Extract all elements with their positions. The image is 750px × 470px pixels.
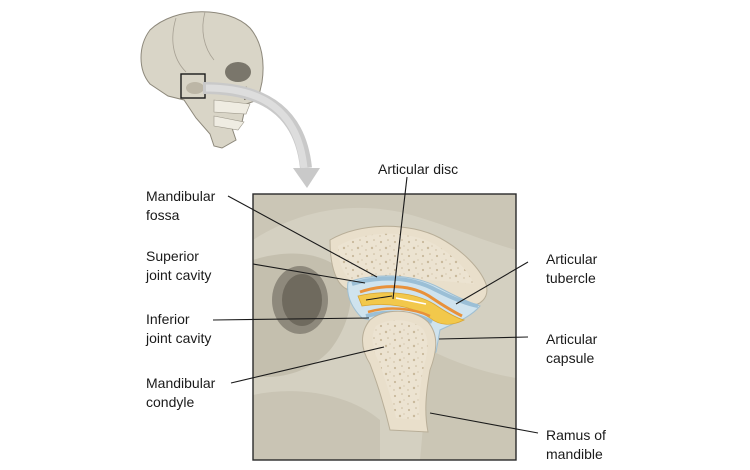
label-articular-capsule: Articular capsule — [546, 330, 597, 368]
leader-lines — [212, 176, 539, 434]
leader-mandibular-condyle — [230, 346, 385, 384]
label-inferior-joint-cavity-line1: Inferior — [146, 311, 190, 327]
zoom-arrow — [202, 82, 320, 188]
leader-inferior-joint-cavity — [212, 317, 370, 321]
detail-frame — [252, 193, 517, 461]
label-inferior-joint-cavity: Inferior joint cavity — [146, 310, 211, 348]
skull-illustration — [140, 11, 264, 149]
joint-detail — [253, 194, 516, 460]
label-ramus-of-mandible-line2: mandible — [546, 446, 603, 462]
label-articular-disc: Articular disc — [378, 160, 458, 179]
label-superior-joint-cavity-line1: Superior — [146, 248, 199, 264]
leader-mandibular-fossa — [227, 195, 378, 278]
leader-articular-disc — [392, 176, 408, 300]
leader-articular-capsule — [438, 336, 529, 340]
label-articular-disc-text: Articular disc — [378, 161, 459, 177]
label-articular-tubercle: Articular tubercle — [546, 250, 597, 288]
label-inferior-joint-cavity-line2: joint cavity — [146, 330, 212, 346]
label-mandibular-condyle: Mandibular condyle — [146, 374, 215, 412]
leader-superior-joint-cavity — [252, 263, 366, 284]
label-mandibular-condyle-line1: Mandibular — [146, 375, 216, 391]
label-articular-capsule-line2: capsule — [546, 350, 595, 366]
label-mandibular-condyle-line2: condyle — [146, 394, 195, 410]
label-mandibular-fossa-line2: fossa — [146, 207, 180, 223]
label-articular-tubercle-line2: tubercle — [546, 270, 596, 286]
label-articular-capsule-line1: Articular — [546, 331, 598, 347]
label-superior-joint-cavity-line2: joint cavity — [146, 267, 212, 283]
label-articular-tubercle-line1: Articular — [546, 251, 598, 267]
leader-ramus-of-mandible — [429, 412, 539, 434]
label-mandibular-fossa-line1: Mandibular — [146, 188, 216, 204]
label-ramus-of-mandible-line1: Ramus of — [546, 427, 606, 443]
label-superior-joint-cavity: Superior joint cavity — [146, 247, 211, 285]
label-mandibular-fossa: Mandibular fossa — [146, 187, 215, 225]
leader-articular-tubercle — [455, 261, 529, 305]
label-ramus-of-mandible: Ramus of mandible — [546, 426, 606, 464]
